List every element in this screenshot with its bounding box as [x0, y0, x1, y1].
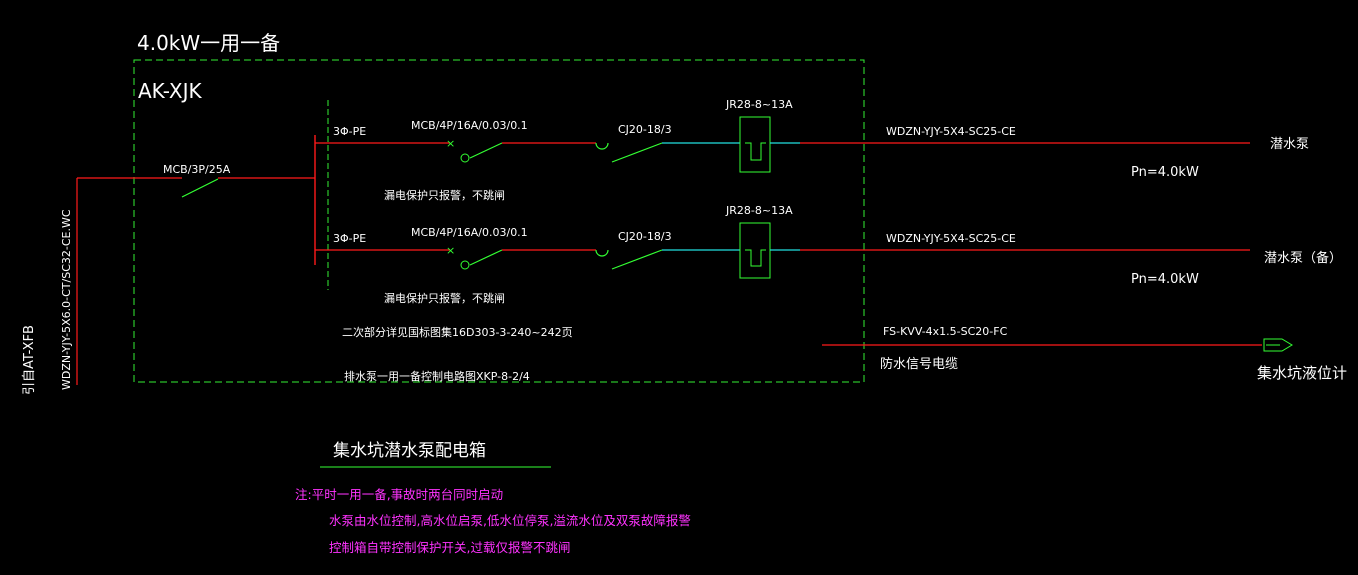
- circuit-2-leak-note: 漏电保护只报警，不跳闸: [384, 291, 505, 305]
- circuit-2-load: 潜水泵（备）: [1264, 250, 1342, 266]
- control-note: 排水泵一用一备控制电路图XKP-8-2/4: [344, 369, 530, 383]
- box-heading: 集水坑潜水泵配电箱: [333, 441, 486, 461]
- circuit-2-contactor-arc: [595, 249, 609, 257]
- level-gauge-icon: [1263, 338, 1293, 352]
- circuit-1-breaker-x: ×: [446, 137, 455, 150]
- level-gauge-label: 集水坑液位计: [1257, 364, 1347, 382]
- circuit-1-relay-box: [739, 116, 771, 173]
- circuit-2-power: Pn=4.0kW: [1131, 272, 1199, 287]
- circuit-1-contactor-contact: [611, 142, 663, 163]
- circuit-1-cable: WDZN-YJY-5X4-SC25-CE: [886, 125, 1016, 138]
- circuit-1: 3Φ-PE MCB/4P/16A/0.03/0.1 × CJ20-18/3 JR…: [315, 98, 1309, 202]
- circuit-1-load: 潜水泵: [1270, 137, 1309, 152]
- circuit-2-breaker-contact: [469, 249, 503, 266]
- source-label: 引自AT-XFB: [22, 325, 37, 395]
- circuit-1-phase: 3Φ-PE: [333, 125, 366, 138]
- circuit-2: 3Φ-PE MCB/4P/16A/0.03/0.1 × CJ20-18/3 JR…: [315, 204, 1342, 305]
- circuit-1-relay: JR28-8~13A: [725, 98, 793, 111]
- circuit-2-cable: WDZN-YJY-5X4-SC25-CE: [886, 232, 1016, 245]
- circuit-2-breaker-x: ×: [446, 244, 455, 257]
- circuit-2-contactor: CJ20-18/3: [618, 230, 672, 243]
- circuit-2-breaker: MCB/4P/16A/0.03/0.1: [411, 226, 528, 239]
- panel-enclosure: [133, 59, 865, 383]
- circuit-1-leak-note: 漏电保护只报警，不跳闸: [384, 188, 505, 202]
- incoming-cable-label: WDZN-YJY-5X6.0-CT/SC32-CE.WC: [60, 209, 73, 390]
- circuit-2-relay: JR28-8~13A: [725, 204, 793, 217]
- circuit-1-contactor-arc: [595, 142, 609, 150]
- footnote-3: 控制箱自带控制保护开关,过载仅报警不跳闸: [329, 540, 570, 555]
- circuit-1-breaker-contact: [469, 142, 503, 159]
- circuit-1-breaker: MCB/4P/16A/0.03/0.1: [411, 119, 528, 132]
- circuit-2-relay-element: [745, 249, 766, 267]
- main-breaker-label: MCB/3P/25A: [163, 163, 231, 176]
- signal-cable-spec: FS-KVV-4x1.5-SC20-FC: [883, 325, 1008, 338]
- circuit-1-relay-element: [745, 142, 766, 161]
- circuit-2-contactor-contact: [611, 249, 663, 270]
- panel-title: 4.0kW一用一备: [137, 31, 280, 55]
- signal-cable-label: 防水信号电缆: [880, 356, 958, 372]
- footnote-1: 注:平时一用一备,事故时两台同时启动: [295, 487, 503, 502]
- panel-code: AK-XJK: [138, 79, 203, 103]
- circuit-1-power: Pn=4.0kW: [1131, 165, 1199, 180]
- circuit-1-contactor: CJ20-18/3: [618, 123, 672, 136]
- circuit-1-breaker-rcd: [460, 153, 470, 163]
- footnote-2: 水泵由水位控制,高水位启泵,低水位停泵,溢流水位及双泵故障报警: [329, 513, 691, 528]
- secondary-note: 二次部分详见国标图集16D303-3-240~242页: [342, 325, 573, 339]
- circuit-2-phase: 3Φ-PE: [333, 232, 366, 245]
- circuit-2-breaker-rcd: [460, 260, 470, 270]
- main-breaker-contact: [181, 178, 219, 198]
